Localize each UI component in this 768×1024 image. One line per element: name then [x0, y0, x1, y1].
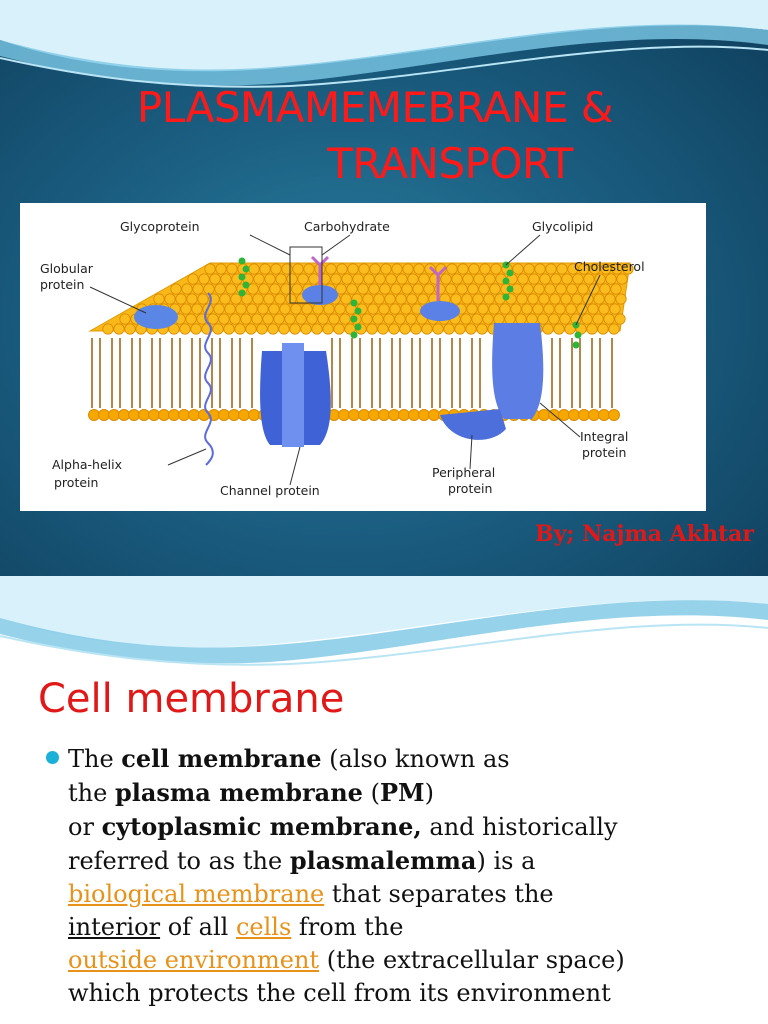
- alpha-helix-coil: [204, 292, 214, 466]
- author-byline: By; Najma Akhtar: [535, 521, 754, 547]
- text-run: (also known as: [321, 745, 510, 773]
- slide-title: PLASMAMEMEBRANE & TRANSPORT: [70, 80, 680, 192]
- definition-paragraph: The cell membrane (also known as the pla…: [46, 742, 746, 1010]
- wave-decoration: [0, 0, 768, 88]
- label-peripheral-1: Peripheral: [432, 465, 495, 480]
- text-run: The: [68, 745, 122, 773]
- wave-decoration-2: [0, 576, 768, 666]
- term-interior: interior: [68, 913, 161, 941]
- label-integral-2: protein: [582, 445, 626, 460]
- label-globular-1: Globular: [40, 261, 94, 276]
- term-pm: PM: [379, 778, 425, 807]
- integral-protein-shape: [492, 323, 544, 419]
- text-run: (the extracellular space): [319, 946, 625, 974]
- term-plasma-membrane: plasma membrane: [114, 778, 363, 807]
- label-alpha-helix-2: protein: [54, 475, 98, 490]
- label-carbohydrate: Carbohydrate: [304, 219, 390, 234]
- text-run: ) is a: [476, 847, 536, 875]
- diagram-labels: Glycoprotein Carbohydrate Glycolipid Glo…: [40, 219, 645, 498]
- content-slide: Cell membrane The cell membrane (also kn…: [0, 576, 768, 1024]
- globular-protein-shape: [134, 305, 178, 329]
- label-integral-1: Integral: [580, 429, 628, 444]
- term-plasmalemma: plasmalemma: [289, 846, 477, 875]
- text-run: ): [424, 779, 434, 807]
- text-run: referred to as the: [68, 847, 290, 875]
- label-peripheral-2: protein: [448, 481, 492, 496]
- membrane-diagram: Glycoprotein Carbohydrate Glycolipid Glo…: [20, 203, 706, 511]
- label-globular-2: protein: [40, 277, 84, 292]
- glycolipid-chains: [238, 257, 582, 349]
- text-run: the: [68, 779, 115, 807]
- carbohydrate-chains: [310, 255, 448, 301]
- label-glycolipid: Glycolipid: [532, 219, 593, 234]
- peripheral-protein-shape: [440, 409, 506, 440]
- term-cell-membrane: cell membrane: [121, 744, 322, 773]
- leader-lines: [89, 234, 601, 486]
- label-channel: Channel protein: [220, 483, 320, 498]
- label-alpha-helix-1: Alpha-helix: [52, 457, 122, 472]
- title-slide: PLASMAMEMEBRANE & TRANSPORT: [0, 0, 768, 576]
- bullet-dot: [46, 751, 59, 764]
- title-line-1: PLASMAMEMEBRANE &: [136, 83, 614, 132]
- text-run: and historically: [421, 813, 618, 841]
- text-run: which protects the cell from its environ…: [68, 979, 611, 1007]
- lipid-heads-top: [102, 263, 634, 335]
- label-cholesterol: Cholesterol: [574, 259, 645, 274]
- text-run: or: [68, 813, 102, 841]
- lipid-heads-bottom: [88, 409, 620, 421]
- section-heading: Cell membrane: [38, 676, 345, 722]
- text-run: (: [362, 779, 380, 807]
- text-run: of all: [160, 913, 236, 941]
- title-line-2: TRANSPORT: [327, 139, 573, 188]
- link-outside-environment[interactable]: outside environment: [68, 946, 320, 974]
- label-glycoprotein: Glycoprotein: [120, 219, 200, 234]
- text-run: that separates the: [324, 880, 554, 908]
- text-run: from the: [291, 913, 404, 941]
- link-biological-membrane[interactable]: biological membrane: [68, 880, 325, 908]
- term-cytoplasmic-membrane: cytoplasmic membrane,: [101, 812, 422, 841]
- link-cells[interactable]: cells: [235, 913, 292, 941]
